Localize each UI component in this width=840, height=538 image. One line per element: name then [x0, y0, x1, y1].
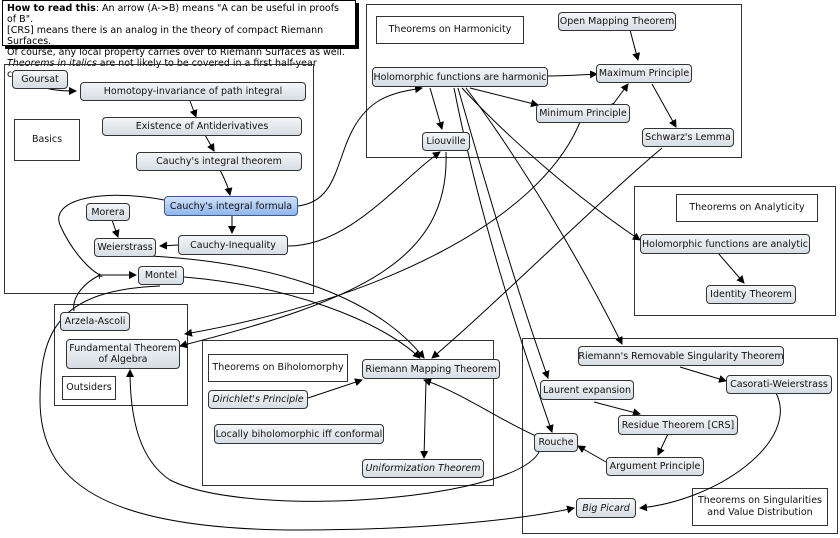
group-analyticity — [634, 186, 836, 316]
node-maximum: Maximum Principle — [596, 64, 692, 83]
edge-residue-argument — [657, 433, 669, 456]
edge-casorati-bigpicard — [639, 392, 781, 512]
legend-line-3: Of course, any local property carries ov… — [7, 47, 345, 58]
node-fta: Fundamental Theorem of Algebra — [66, 339, 180, 369]
group-biholomorphy — [202, 340, 494, 486]
node-locally-biholomorphic: Locally biholomorphic iff conformal — [214, 424, 384, 444]
legend-box: How to read this: An arrow (A->B) means … — [2, 0, 356, 80]
edge-schwarz-riemannmapping — [431, 147, 663, 359]
edge-argument-rouche — [577, 445, 607, 463]
edge-harmonic-removable — [465, 87, 623, 345]
group-label-biholomorphy: Theorems on Biholomorphy — [208, 354, 348, 382]
edge-riemannmapping-uniformization — [420, 379, 429, 459]
node-antiderivatives: Existence of Antiderivatives — [102, 117, 302, 136]
node-uniformization: Uniformization Theorem — [362, 459, 484, 478]
node-rouche: Rouche — [534, 433, 578, 452]
edge-dirichlet-riemannmapping — [307, 378, 363, 399]
edge-harmonic-liouville — [429, 87, 444, 130]
edge-homotopy-antiderivatives — [189, 100, 198, 118]
edge-cauchyformula-harmonic — [297, 85, 423, 207]
edge-morera-weierstrass — [111, 219, 120, 238]
node-homotopy: Homotopy-invariance of path integral — [80, 82, 306, 101]
node-identity: Identity Theorem — [706, 285, 796, 304]
node-residue: Residue Theorem [CRS] — [618, 415, 738, 435]
edge-harmonic-laurent — [457, 87, 550, 379]
edge-open-maximum — [624, 22, 641, 61]
node-cauchy-formula: Cauchy's integral formula — [164, 196, 298, 216]
node-analytic: Holomorphic functions are analytic — [640, 234, 810, 254]
group-label-singularities: Theorems on Singularities and Value Dist… — [692, 488, 828, 526]
edge-cauchyformula-loop — [58, 194, 165, 276]
edge-maximum-schwarz — [651, 83, 677, 128]
group-outsiders — [54, 304, 188, 406]
legend-line-1-text: : An arrow (A->B) means "A can be useful… — [7, 3, 340, 25]
node-removable: Riemann's Removable Singularity Theorem — [578, 346, 784, 366]
node-montel: Montel — [138, 266, 184, 285]
edge-rouche-riemannmapping — [423, 378, 537, 437]
edge-removable-casorati — [679, 366, 727, 383]
node-riemann-mapping: Riemann Mapping Theorem — [362, 359, 500, 379]
edge-harmonic-maximum — [544, 70, 598, 79]
junction-mark: + — [96, 272, 104, 282]
edge-cauchytheorem-cauchyformula — [219, 169, 233, 196]
legend-italic-note: Theorems in italics — [7, 58, 97, 69]
edge-minimum-maximum — [606, 83, 629, 112]
group-label-basics: Basics — [14, 119, 80, 161]
group-label-outsiders: Outsiders — [62, 376, 116, 400]
node-dirichlet: Dirichlet's Principle — [208, 390, 308, 409]
edge-liouville-fta — [179, 151, 447, 349]
edge-laurent-residue — [593, 401, 641, 417]
node-minimum: Minimum Principle — [536, 104, 630, 123]
group-basics — [4, 64, 314, 294]
legend-line-1: How to read this: An arrow (A->B) means … — [7, 3, 351, 25]
node-big-picard: Big Picard — [576, 498, 636, 518]
group-singularities — [522, 338, 838, 534]
node-goursat: Goursat — [12, 70, 68, 89]
edge-rouche-fta — [126, 369, 541, 502]
node-schwarz: Schwarz's Lemma — [642, 128, 734, 147]
node-laurent: Laurent expansion — [540, 380, 634, 400]
node-cauchy-theorem: Cauchy's integral theorem — [136, 152, 302, 171]
edge-minimum-fta — [184, 121, 581, 337]
node-arzela: Arzela-Ascoli — [60, 312, 130, 331]
node-weierstrass: Weierstrass — [94, 238, 156, 257]
group-label-harmonicity: Theorems on Harmonicity — [376, 16, 524, 44]
node-cauchy-inequality: Cauchy-Inequality — [178, 235, 288, 255]
node-open-mapping: Open Mapping Theorem — [558, 12, 676, 31]
edge-cauchyinequality-weierstrass — [159, 241, 179, 250]
node-argument: Argument Principle — [606, 457, 704, 476]
group-label-analyticity: Theorems on Analyticity — [676, 194, 818, 222]
edge-analytic-identity — [717, 252, 745, 284]
edge-antiderivatives-cauchytheorem — [204, 134, 215, 152]
edge-weierstrass-riemannmapping — [149, 255, 425, 359]
legend-heading: How to read this — [7, 3, 96, 14]
group-harmonicity — [366, 4, 742, 158]
edge-cauchyinequality-liouville — [287, 151, 441, 247]
edge-montel-bigpicard — [39, 285, 575, 531]
edge-harmonic-minimum — [469, 87, 539, 108]
edge-montel-riemannmapping — [183, 276, 421, 359]
node-morera: Morera — [86, 203, 130, 221]
node-casorati: Casorati-Weierstrass — [726, 375, 832, 394]
node-liouville: Liouville — [422, 132, 470, 151]
legend-line-2: [CRS] means there is an analog in the th… — [7, 25, 324, 47]
node-harmonic: Holomorphic functions are harmonic — [372, 67, 548, 87]
